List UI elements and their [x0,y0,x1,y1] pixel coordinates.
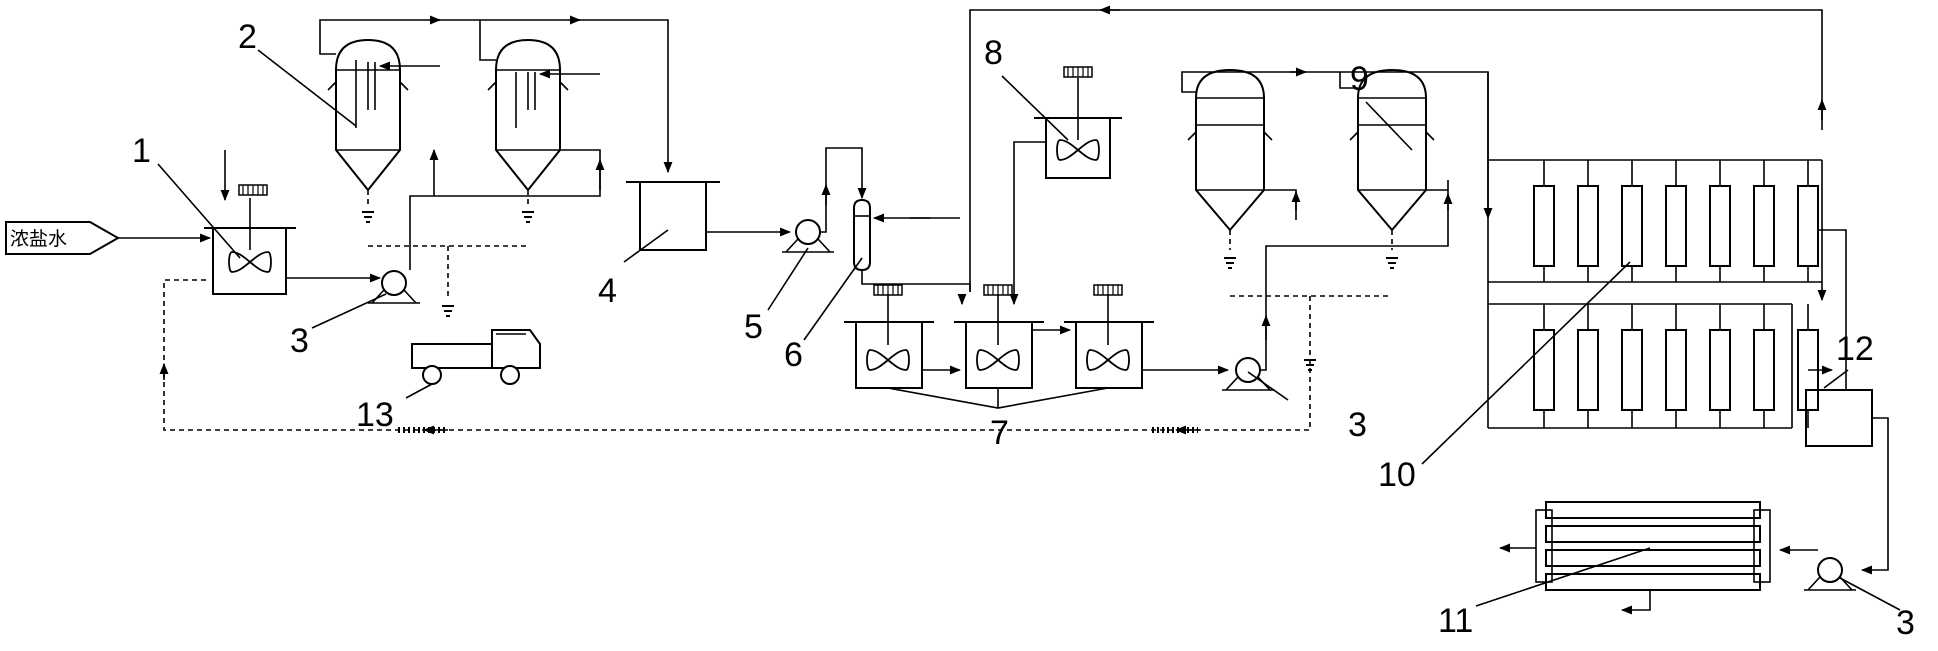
filter-6 [853,198,971,292]
sludge-truck-13 [411,329,541,385]
pump-3c [1778,545,1856,591]
settler-tank-2a [327,38,440,223]
label-3c: 3 [1896,604,1915,642]
label-6: 6 [784,336,803,374]
inlet-brine-arrow: 浓盐水 [5,221,212,255]
label-9: 9 [1350,60,1369,98]
settler-tank-2b [487,38,600,223]
pump-3b [1222,180,1453,391]
label-4: 4 [598,272,617,310]
pump-3a [286,270,420,304]
membrane-bank-10 [1487,72,1847,429]
label-7: 7 [990,414,1009,452]
intermediate-tank-4 [626,181,792,251]
callout-leaders [157,49,1901,611]
label-10: 10 [1378,456,1416,494]
settler-9-piping [1181,67,1493,371]
label-12: 12 [1836,330,1874,368]
product-tank-12 [1805,330,1889,575]
label-1: 1 [132,132,151,170]
label-3a: 3 [290,322,309,360]
label-3b: 3 [1348,406,1367,444]
dosing-tank-8 [1009,66,1122,306]
settler-tank-9b [1349,68,1448,269]
settler-tank-9a [1187,68,1301,269]
sludge-return-line [159,279,1311,435]
pump-5 [782,147,867,253]
label-8: 8 [984,34,1003,72]
recycle-line [957,5,1827,306]
inlet-label: 浓盐水 [10,228,67,250]
settler-piping [319,15,673,317]
membrane-unit-11 [1498,501,1771,615]
label-13: 13 [356,396,394,434]
reaction-tanks-7 [844,284,1230,409]
label-11: 11 [1438,602,1473,640]
label-2: 2 [238,18,257,56]
label-5: 5 [744,308,763,346]
reaction-tank-1 [204,150,296,295]
